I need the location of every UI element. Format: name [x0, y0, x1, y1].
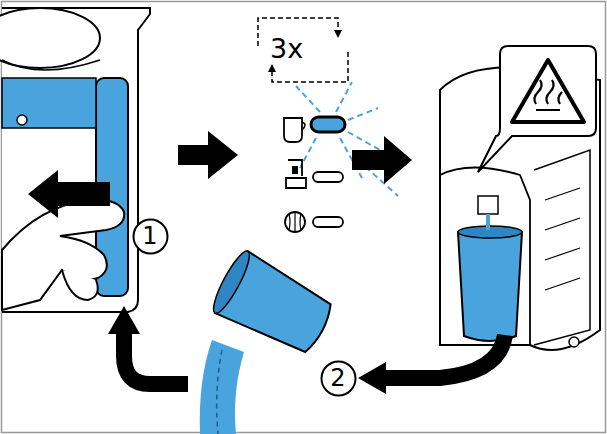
callout-number: 1 — [132, 224, 169, 248]
callout-circle: 1 — [132, 218, 169, 255]
repeat-count: 3x — [270, 35, 303, 62]
callout-circle: 2 — [320, 360, 357, 397]
callout-number: 2 — [320, 366, 357, 390]
